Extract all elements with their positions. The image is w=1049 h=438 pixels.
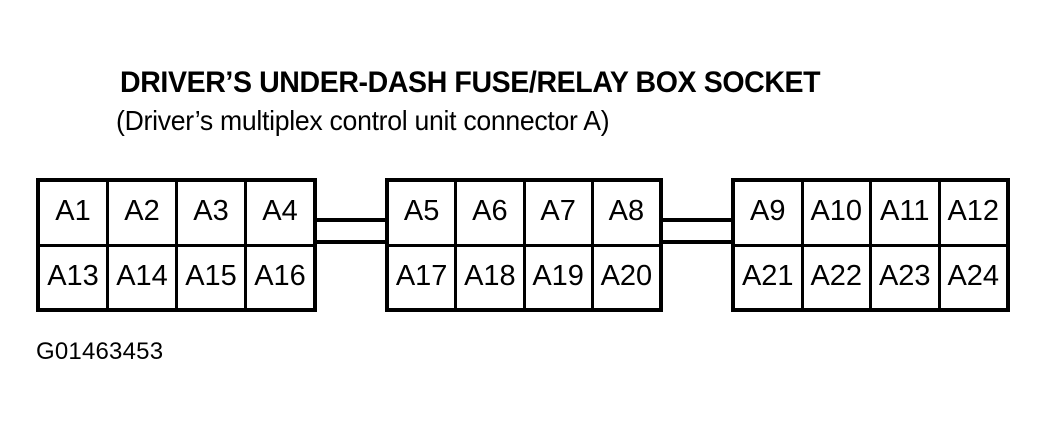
connector-pin-cell[interactable]: A6 bbox=[454, 182, 522, 244]
connector-pin-cell[interactable]: A15 bbox=[175, 246, 244, 308]
connector-row-bottom: A21 A22 A23 A24 bbox=[735, 243, 1007, 308]
connector-pin-cell[interactable]: A2 bbox=[106, 182, 175, 244]
connector-block-left: A1 A2 A3 A4 A13 A14 A15 A16 bbox=[36, 178, 317, 312]
figure-title: DRIVER’S UNDER-DASH FUSE/RELAY BOX SOCKE… bbox=[120, 66, 821, 99]
connector-link-right bbox=[659, 218, 735, 244]
connector-pin-cell[interactable]: A4 bbox=[244, 182, 313, 244]
connector-pin-cell[interactable]: A19 bbox=[522, 246, 591, 308]
connector-pin-cell[interactable]: A21 bbox=[741, 259, 794, 292]
figure-subtitle: (Driver’s multiplex control unit connect… bbox=[116, 105, 610, 136]
connector-pin-cell[interactable]: A22 bbox=[800, 246, 870, 308]
connector-row-bottom: A13 A14 A15 A16 bbox=[40, 243, 313, 308]
connector-pin-cell[interactable]: A7 bbox=[522, 182, 591, 244]
connector-pin-cell[interactable]: A17 bbox=[395, 259, 448, 292]
connector-pin-cell[interactable]: A14 bbox=[106, 246, 175, 308]
connector-link-left bbox=[313, 218, 389, 244]
figure-caption-code: G01463453 bbox=[36, 338, 164, 365]
connector-pin-cell[interactable]: A11 bbox=[869, 182, 938, 244]
connector-pin-cell[interactable]: A10 bbox=[800, 182, 870, 244]
connector-row-bottom: A17 A18 A19 A20 bbox=[389, 243, 659, 308]
connector-pin-cell[interactable]: A12 bbox=[937, 182, 1007, 244]
connector-row-top: A1 A2 A3 A4 bbox=[40, 182, 313, 244]
connector-pin-cell[interactable]: A18 bbox=[454, 246, 522, 308]
connector-pin-cell[interactable]: A20 bbox=[590, 246, 659, 308]
connector-pin-cell[interactable]: A23 bbox=[869, 246, 938, 308]
connector-row-top: A5 A6 A7 A8 bbox=[389, 182, 659, 244]
connector-row-top: A9 A10 A11 A12 bbox=[735, 182, 1006, 244]
connector-pin-cell[interactable]: A3 bbox=[175, 182, 244, 244]
connector-pin-cell[interactable]: A16 bbox=[244, 246, 313, 308]
connector-pin-cell[interactable]: A5 bbox=[403, 195, 440, 228]
connector-pin-cell[interactable]: A1 bbox=[55, 195, 91, 228]
connector-block-right: A9 A10 A11 A12 A21 A22 A23 A24 bbox=[731, 178, 1010, 312]
connector-pin-cell[interactable]: A13 bbox=[47, 259, 99, 292]
connector-pin-cell[interactable]: A24 bbox=[937, 246, 1007, 308]
connector-pin-cell[interactable]: A8 bbox=[590, 182, 659, 244]
connector-pin-cell[interactable]: A9 bbox=[750, 195, 786, 228]
connector-block-middle: A5 A6 A7 A8 A17 A18 A19 A20 bbox=[385, 178, 663, 312]
